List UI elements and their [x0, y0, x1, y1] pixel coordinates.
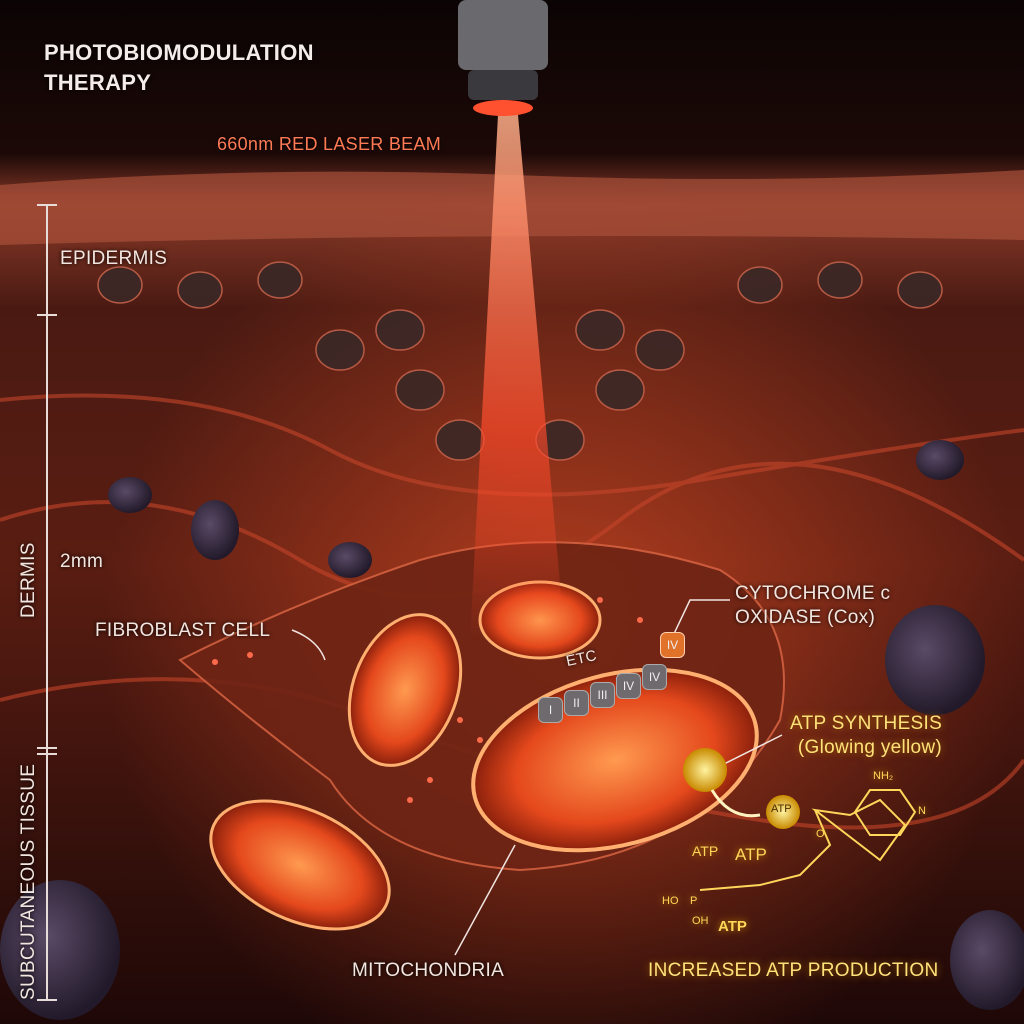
phosphorus-label: P: [690, 895, 698, 907]
etc-complex: IV: [642, 664, 667, 690]
dermis-label: DERMIS: [18, 542, 39, 618]
mitochondrion: [209, 799, 391, 931]
hydroxyl-label: HO: [662, 895, 679, 907]
etc-complex: IV: [616, 673, 641, 699]
beam-label: 660nm RED LASER BEAM: [217, 134, 442, 154]
arrow-icon: [710, 789, 761, 818]
atp-orb: [766, 795, 800, 829]
fibroblast-label: FIBROBLAST CELL: [95, 620, 271, 641]
laser-beam: [470, 115, 565, 640]
cox-label-line-2: OXIDASE (Cox): [735, 607, 876, 628]
mitochondria-label: MITOCHONDRIA: [352, 960, 505, 981]
etc-complex: III: [590, 682, 615, 708]
atp-synthesis-line-2: (Glowing yellow): [797, 737, 943, 758]
atp-label: ATP: [735, 845, 767, 864]
page-title: PHOTOBIOMODULATION THERAPY: [44, 38, 314, 98]
amine-label: NH₂: [873, 770, 894, 782]
cox-label-line-1: CYTOCHROME c: [735, 583, 891, 604]
atp-orb-label: ATP: [771, 803, 792, 815]
atp-synthesis-label: ATP SYNTHESIS (Glowing yellow): [790, 712, 942, 760]
etc-complex: I: [538, 697, 563, 723]
subcutaneous-label: SUBCUTANEOUS TISSUE: [18, 763, 39, 1000]
atp-synthase: [683, 748, 727, 792]
title-line-1: PHOTOBIOMODULATION: [44, 40, 314, 65]
atp-label: ATP: [692, 843, 719, 859]
increased-atp-label: INCREASED ATP PRODUCTION: [648, 960, 939, 981]
laser-device: [458, 0, 548, 116]
atp-synthesis-line-1: ATP SYNTHESIS: [790, 713, 943, 734]
depth-label: 2mm: [60, 551, 104, 572]
depth-scale: [37, 204, 57, 1001]
etc-complex: II: [564, 690, 589, 716]
cox-label: CYTOCHROME c OXIDASE (Cox): [735, 582, 890, 630]
atp-label: ATP: [718, 918, 747, 935]
epidermis-cells: [97, 261, 943, 461]
title-line-2: THERAPY: [44, 70, 152, 95]
cell-nuclei: [0, 440, 1024, 1020]
nitrogen-label: N: [918, 805, 926, 817]
photon-particles: [212, 597, 643, 803]
oxygen-label: O: [816, 828, 825, 840]
mitochondrion: [347, 613, 463, 767]
epidermis-label: EPIDERMIS: [60, 248, 168, 269]
hydroxyl-label: OH: [692, 915, 709, 927]
atp-structure: [699, 789, 917, 891]
cox-complex: IV: [660, 632, 685, 658]
